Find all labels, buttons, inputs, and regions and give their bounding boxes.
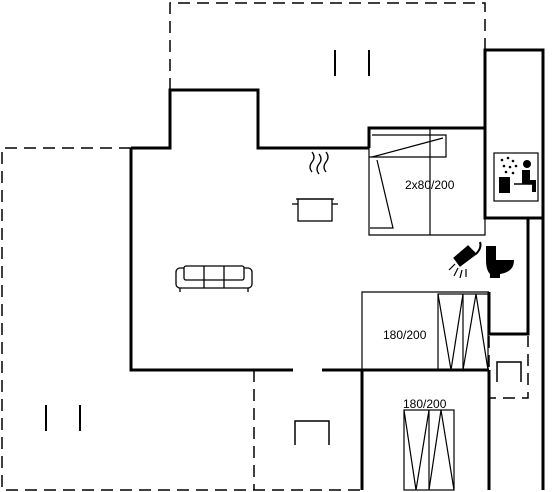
terrace-right	[488, 336, 529, 399]
bedroom-top-label: 2x80/200	[405, 178, 455, 192]
bedroom-top-partition	[368, 128, 431, 236]
wardrobe-bottom-door-left	[403, 409, 430, 491]
terrace-top	[169, 2, 486, 90]
table-right	[496, 361, 522, 382]
wardrobe-middle-door-left	[437, 293, 464, 371]
garden-furniture	[45, 50, 522, 445]
bunk-bed-frame	[369, 134, 447, 158]
wardrobe-middle-door-right	[462, 293, 489, 371]
bedroom-middle-partition	[361, 291, 489, 370]
sofa-icon	[175, 265, 253, 292]
bedroom-bottom-label: 180/200	[403, 397, 447, 411]
cooking-pot-icon	[292, 151, 338, 222]
bunk-bed-side	[370, 159, 394, 229]
bunk-bed-diagonal	[371, 137, 444, 158]
toilet-icon	[486, 246, 514, 278]
terrace-left	[1, 147, 362, 491]
bathroom-lower-wall	[487, 218, 530, 336]
living-area-wall	[131, 88, 369, 150]
living-area-wall-left	[129, 148, 293, 372]
interior-walls	[361, 128, 489, 370]
sauna-icon	[493, 152, 539, 202]
bedroom-top-wall	[367, 126, 485, 148]
wardrobes	[403, 293, 489, 491]
wardrobe-bottom-door-right	[428, 409, 455, 491]
bathroom-partition	[430, 128, 486, 236]
shower-icon	[448, 241, 482, 279]
wardrobe-top	[369, 134, 447, 229]
bedroom-middle-label: 180/200	[383, 328, 427, 342]
table-bottom	[294, 420, 330, 445]
terraces	[1, 2, 529, 491]
walls	[129, 48, 545, 490]
